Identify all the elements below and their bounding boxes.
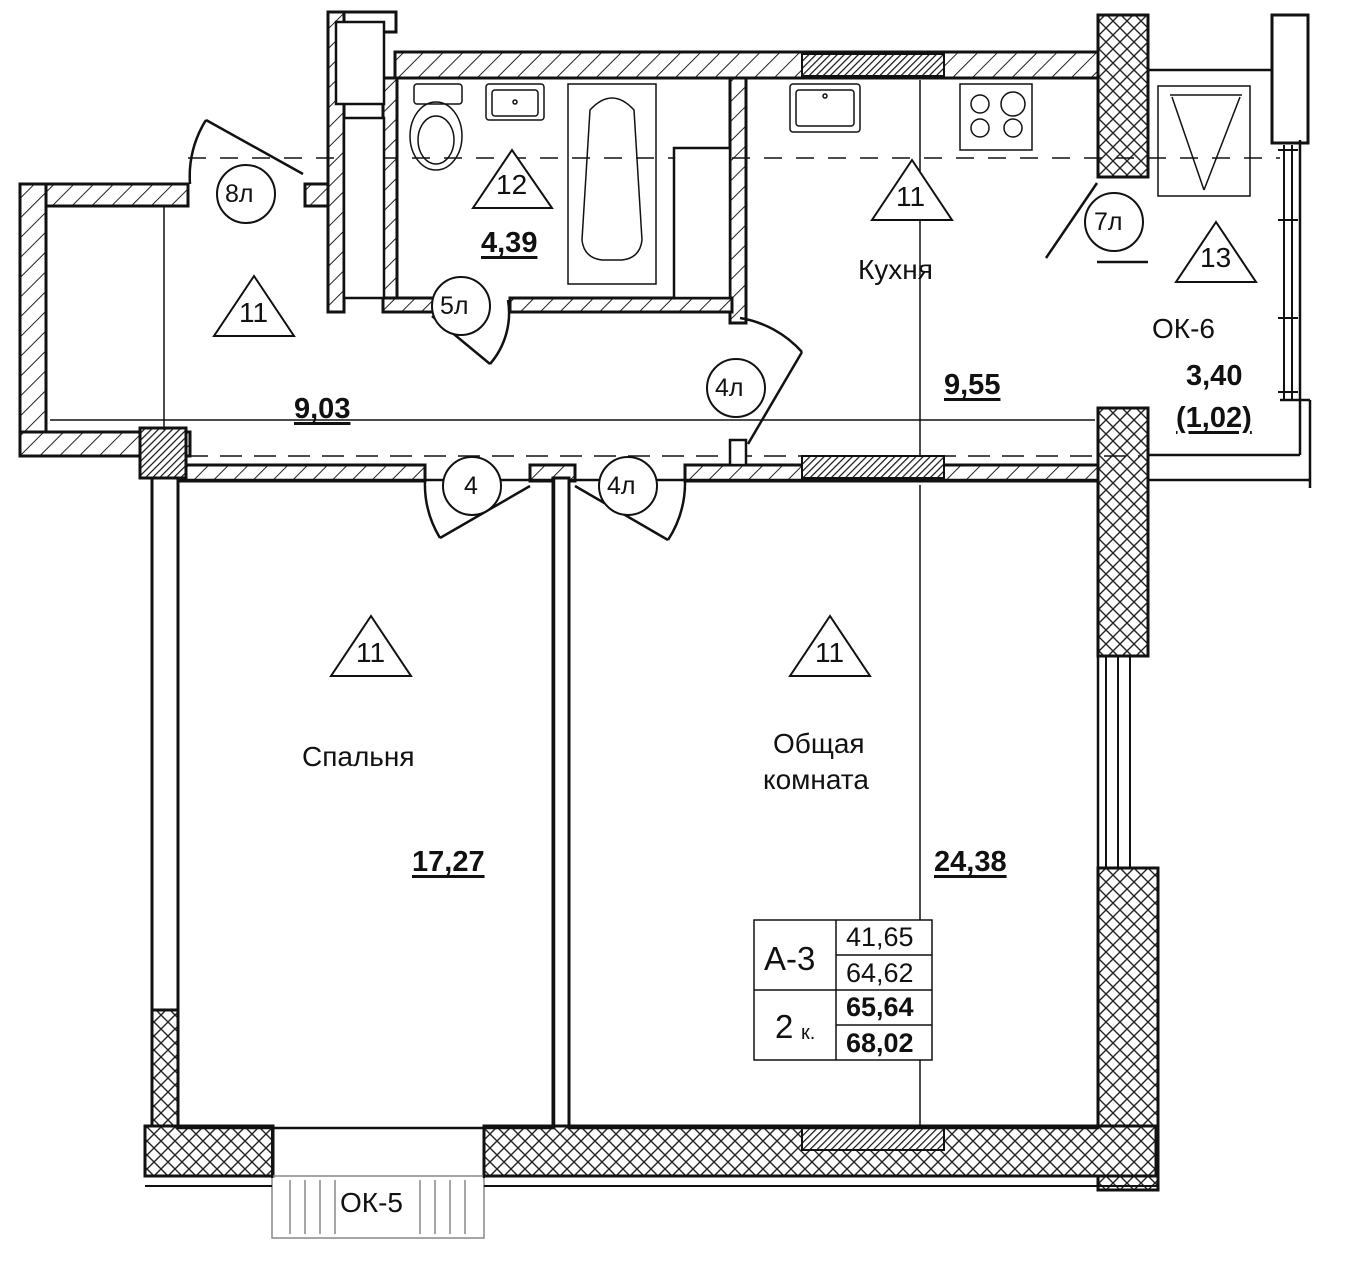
door-mark-living: 4л (607, 472, 636, 500)
type-marks (212, 148, 1258, 677)
type-mark-living: 11 (815, 637, 845, 668)
living-area-value: 41,65 (846, 922, 914, 952)
living-window (1105, 656, 1131, 868)
bathtub-fixture (567, 83, 657, 285)
wall-left (18, 182, 48, 458)
wall-partition (551, 476, 571, 1132)
kitchen-sink-fixture (789, 83, 861, 133)
room-outlines (176, 68, 1312, 1130)
balcony-unit (1157, 85, 1251, 197)
area-balcony-reduced: (1,02) (1176, 402, 1252, 434)
wall-bath-bottom (508, 296, 734, 314)
door-mark-balcony: 7л (1094, 208, 1123, 236)
area-balcony: 3,40 (1186, 360, 1243, 392)
walls (18, 10, 1310, 1192)
balcony-window (1278, 145, 1298, 400)
door-mark-hall: 8л (225, 180, 254, 208)
area-bedroom: 17,27 (412, 846, 485, 878)
doors (188, 118, 1148, 542)
wall-balcony-right (1270, 13, 1310, 145)
wall-bath-bottom-left (381, 296, 435, 314)
wall-hall-top-2 (303, 182, 331, 208)
area-kitchen: 9,55 (944, 369, 1001, 401)
type-mark-balcony: 13 (1200, 242, 1232, 273)
room-name-kitchen: Кухня (858, 254, 933, 285)
wall-right-upper (1096, 13, 1150, 179)
wall-bath-right (728, 76, 748, 325)
basin-fixture (485, 83, 545, 121)
stove-fixture (959, 83, 1033, 151)
rooms-count: 2 (775, 1008, 794, 1045)
wall-bottom-left (143, 1124, 275, 1178)
total-area-value: 64,62 (846, 958, 914, 988)
wall-right-mid (1096, 406, 1150, 658)
vent-top (801, 53, 945, 77)
room-name-bedroom: Спальня (302, 741, 415, 772)
wall-bedroom-left (150, 473, 180, 1015)
type-mark-bedroom: 11 (356, 637, 386, 668)
door-markers (216, 164, 1144, 516)
total-area-loggia-value: 65,64 (846, 992, 914, 1022)
door-mark-bedroom: 4 (464, 472, 478, 500)
room-name-living-line2: комната (763, 764, 869, 795)
toilet-fixture (409, 83, 463, 171)
rooms-unit: к. (801, 1022, 816, 1044)
column (138, 426, 188, 480)
wall-corridor-bottom-1 (178, 463, 427, 483)
bottom-window (271, 1175, 485, 1239)
area-hall: 9,03 (294, 393, 351, 425)
vent-mid (801, 455, 945, 479)
door-mark-bathroom: 5л (440, 292, 469, 320)
total-area-full-value: 68,02 (846, 1028, 914, 1058)
type-mark-hall: 11 (239, 297, 269, 328)
type-mark-kitchen: 11 (896, 181, 926, 212)
apartment-code: А-3 (764, 940, 816, 977)
area-living: 24,38 (934, 846, 1007, 878)
area-bathroom: 4,39 (481, 227, 538, 259)
room-name-living-line1: Общая (773, 728, 865, 759)
wardrobes (334, 20, 732, 300)
summary-table (753, 919, 933, 1061)
door-mark-kitchen: 4л (715, 374, 744, 402)
type-mark-bathroom: 12 (496, 169, 528, 200)
wall-top (393, 50, 1100, 80)
window-code-balcony: ОК-6 (1152, 313, 1215, 344)
window-code-bottom: ОК-5 (340, 1187, 403, 1218)
vent-bottom (801, 1127, 945, 1151)
